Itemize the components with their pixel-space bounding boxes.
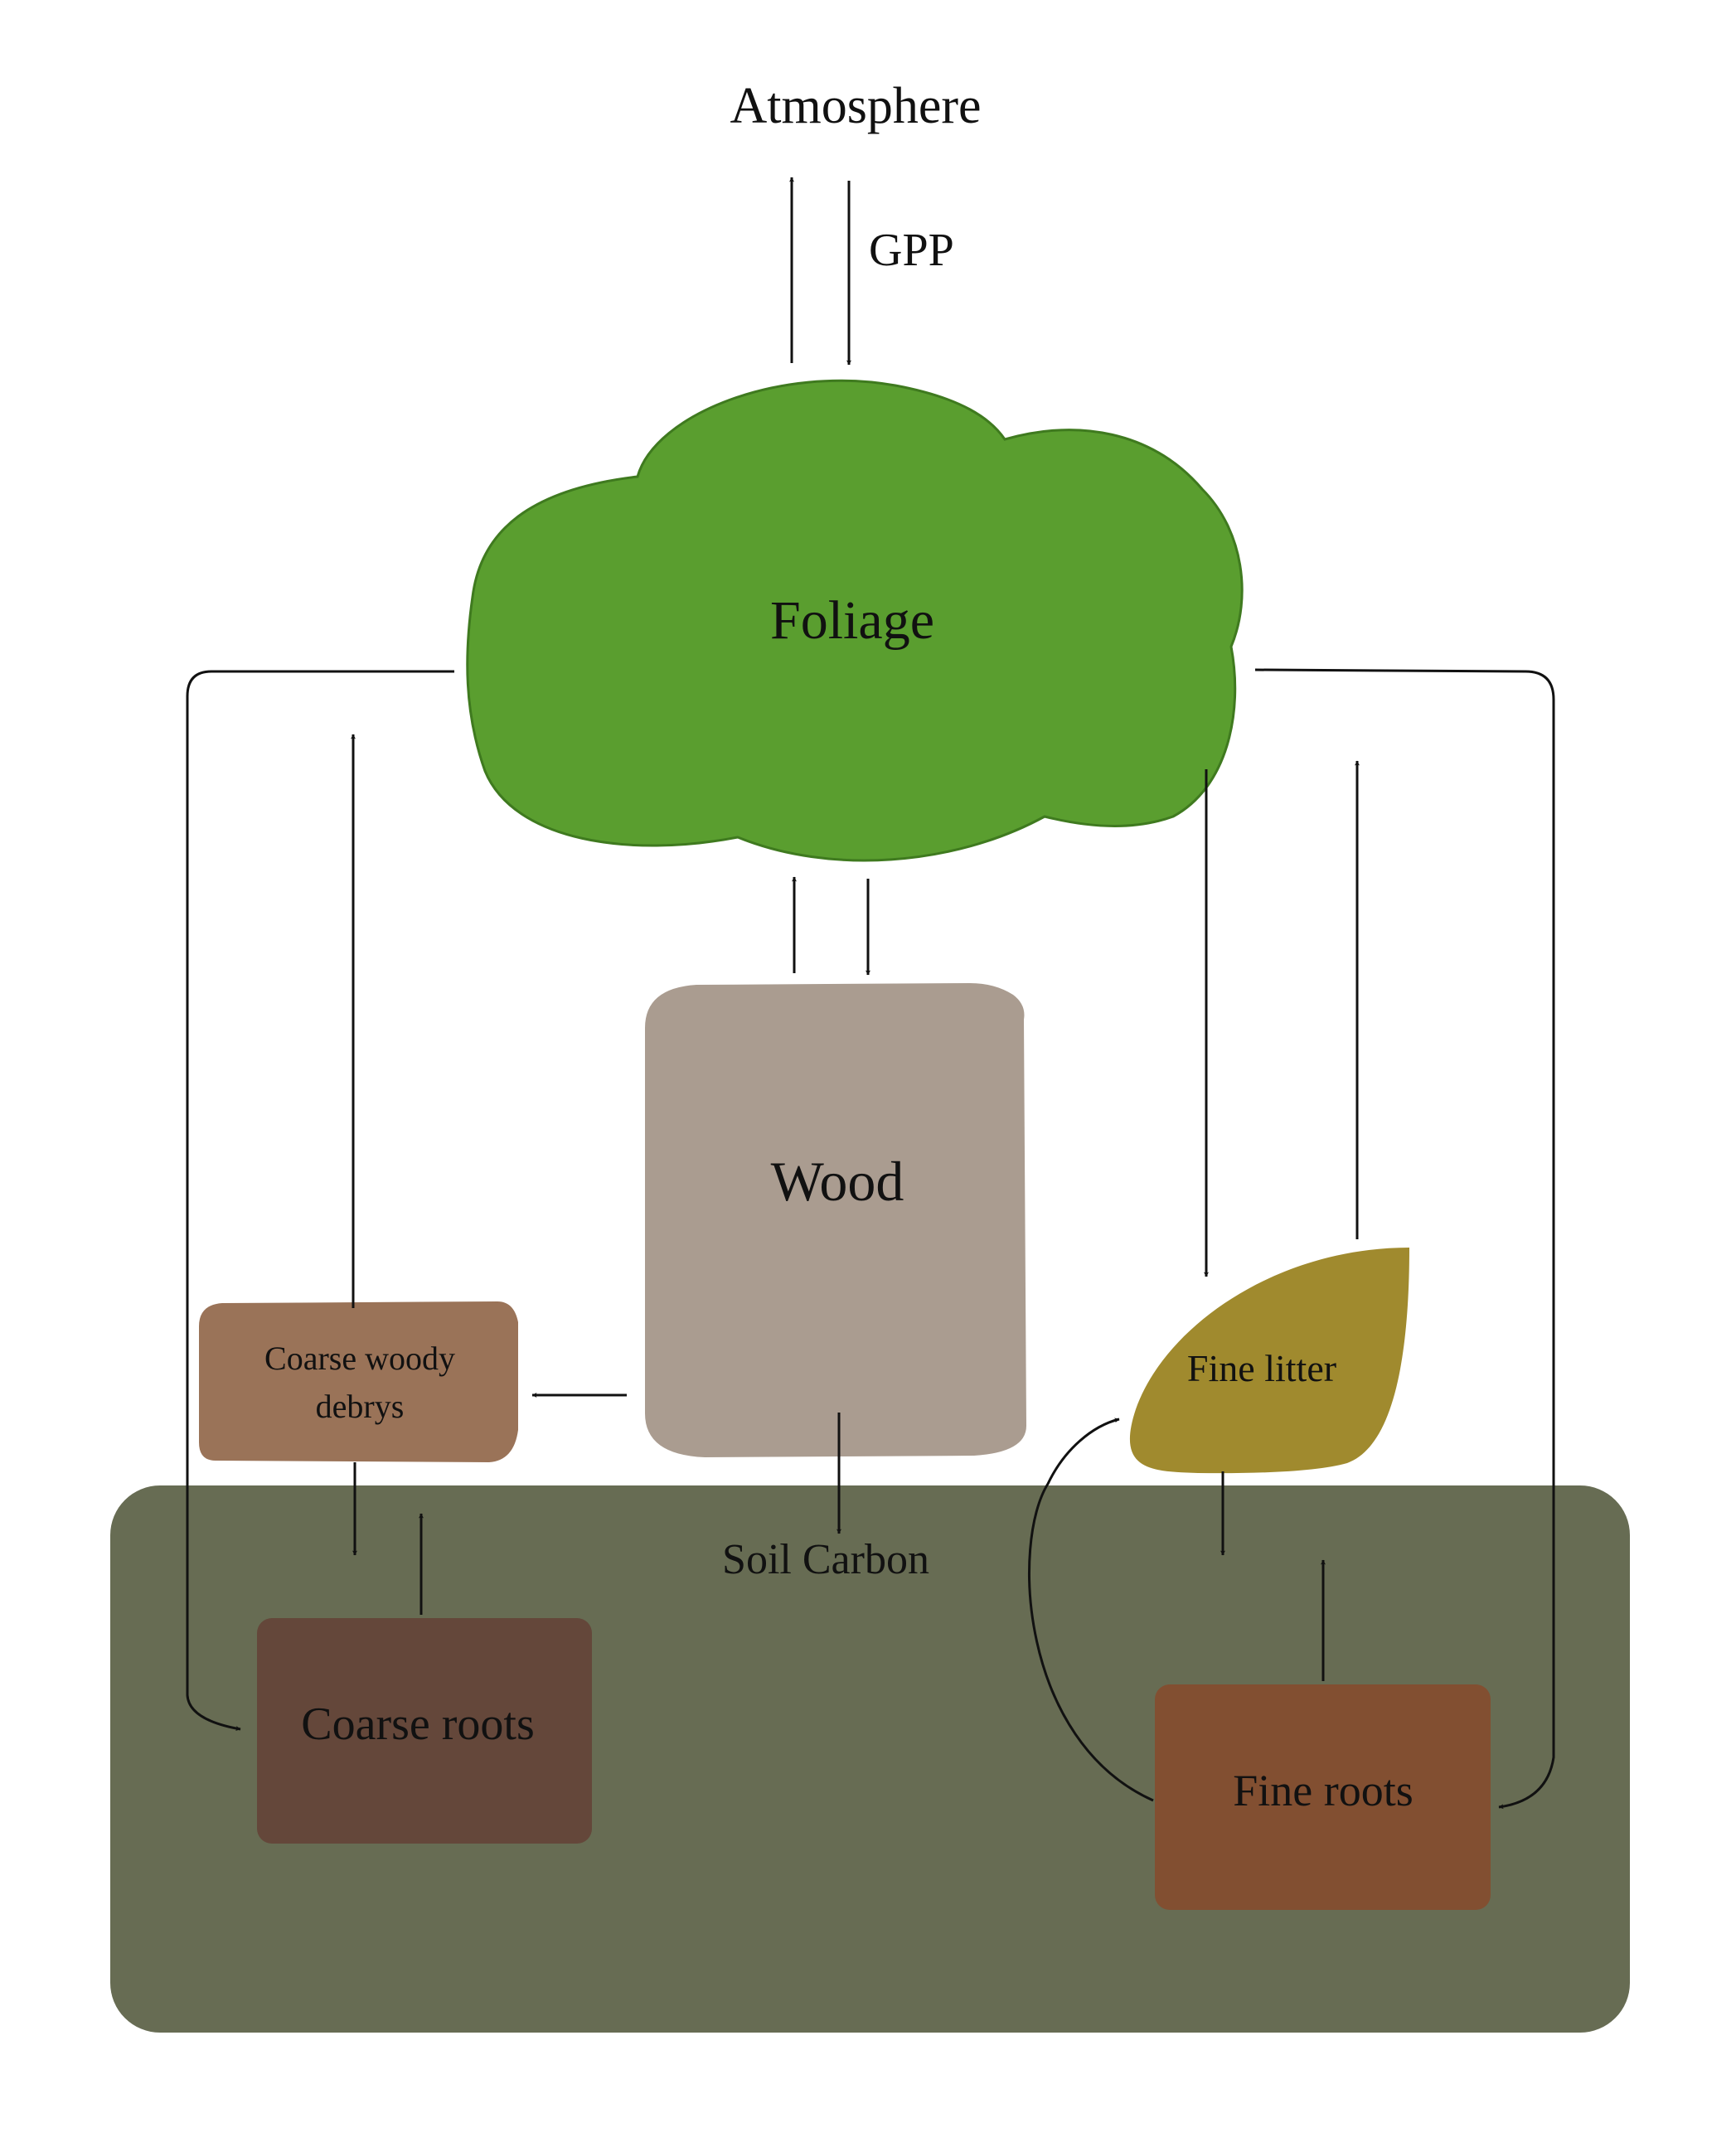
coarse-woody-debris-box bbox=[199, 1301, 518, 1462]
wood-label: Wood bbox=[771, 1150, 904, 1213]
coarse-roots-label: Coarse roots bbox=[301, 1699, 535, 1750]
arrow-fine-roots-to-fine-litter bbox=[1028, 1418, 1154, 1802]
fine-roots-box bbox=[1155, 1684, 1491, 1910]
fine-litter-leaf bbox=[1129, 1248, 1409, 1474]
atmosphere-label: Atmosphere bbox=[730, 78, 981, 134]
arrow-foliage-to-coarse-roots bbox=[186, 670, 454, 1731]
coarse-woody-debris-label-line2: debrys bbox=[316, 1388, 405, 1425]
coarse-woody-debris-label-line1: Coarse woody bbox=[264, 1340, 455, 1377]
arrow-foliage-to-fine-roots bbox=[1254, 668, 1555, 1810]
coarse-roots-box bbox=[257, 1618, 592, 1844]
fine-roots-label: Fine roots bbox=[1233, 1766, 1414, 1815]
gpp-label: GPP bbox=[869, 225, 954, 276]
foliage-cloud bbox=[466, 379, 1244, 862]
foliage-label: Foliage bbox=[770, 590, 934, 651]
wood-box bbox=[645, 983, 1026, 1457]
soil-carbon-label: Soil Carbon bbox=[722, 1536, 929, 1583]
fine-litter-label: Fine litter bbox=[1187, 1347, 1336, 1389]
